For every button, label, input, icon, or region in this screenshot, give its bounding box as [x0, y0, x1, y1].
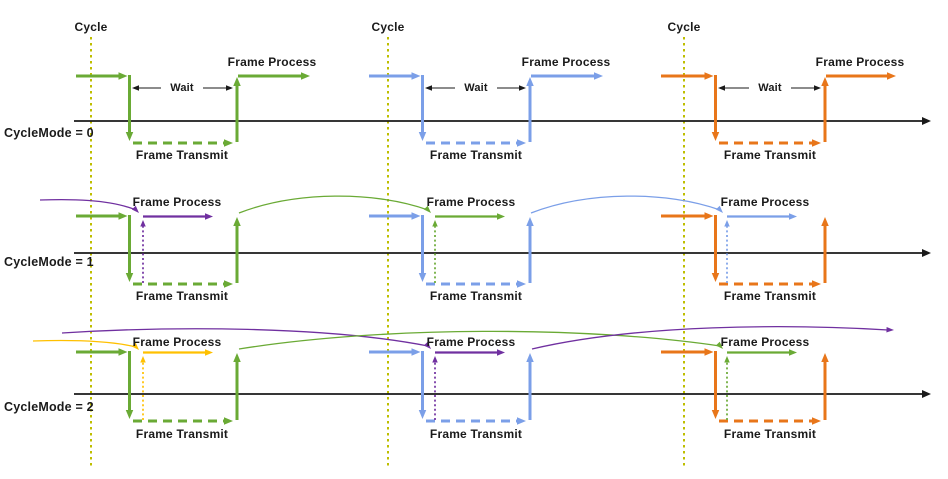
frame-process-label: Frame Process — [521, 55, 611, 69]
frame-process-label: Frame Process — [720, 195, 810, 209]
frame-transmit-label: Frame Transmit — [429, 289, 523, 303]
cycle-label-3: Cycle — [667, 20, 701, 34]
frame-process-label: Frame Process — [720, 335, 810, 349]
frame-process-label: Frame Process — [227, 55, 317, 69]
frame-transmit-label: Frame Transmit — [135, 427, 229, 441]
frame-process-label: Frame Process — [426, 195, 516, 209]
frame-transmit-label: Frame Transmit — [135, 289, 229, 303]
frame-transmit-label: Frame Transmit — [723, 289, 817, 303]
frame-transmit-label: Frame Transmit — [723, 148, 817, 162]
frame-process-label: Frame Process — [815, 55, 905, 69]
wait-label: Wait — [170, 82, 194, 94]
frame-process-label: Frame Process — [132, 195, 222, 209]
frame-process-label: Frame Process — [426, 335, 516, 349]
wait-label: Wait — [758, 82, 782, 94]
frame-transmit-label: Frame Transmit — [429, 427, 523, 441]
frame-process-label: Frame Process — [132, 335, 222, 349]
wait-label: Wait — [464, 82, 488, 94]
cycle-label-2: Cycle — [371, 20, 405, 34]
cyclemode-0-label: CycleMode = 0 — [4, 126, 94, 140]
frame-transmit-label: Frame Transmit — [723, 427, 817, 441]
frame-transmit-label: Frame Transmit — [135, 148, 229, 162]
cyclemode-2-label: CycleMode = 2 — [4, 400, 94, 414]
cyclemode-1-label: CycleMode = 1 — [4, 255, 94, 269]
cycle-label-1: Cycle — [74, 20, 108, 34]
frame-transmit-label: Frame Transmit — [429, 148, 523, 162]
